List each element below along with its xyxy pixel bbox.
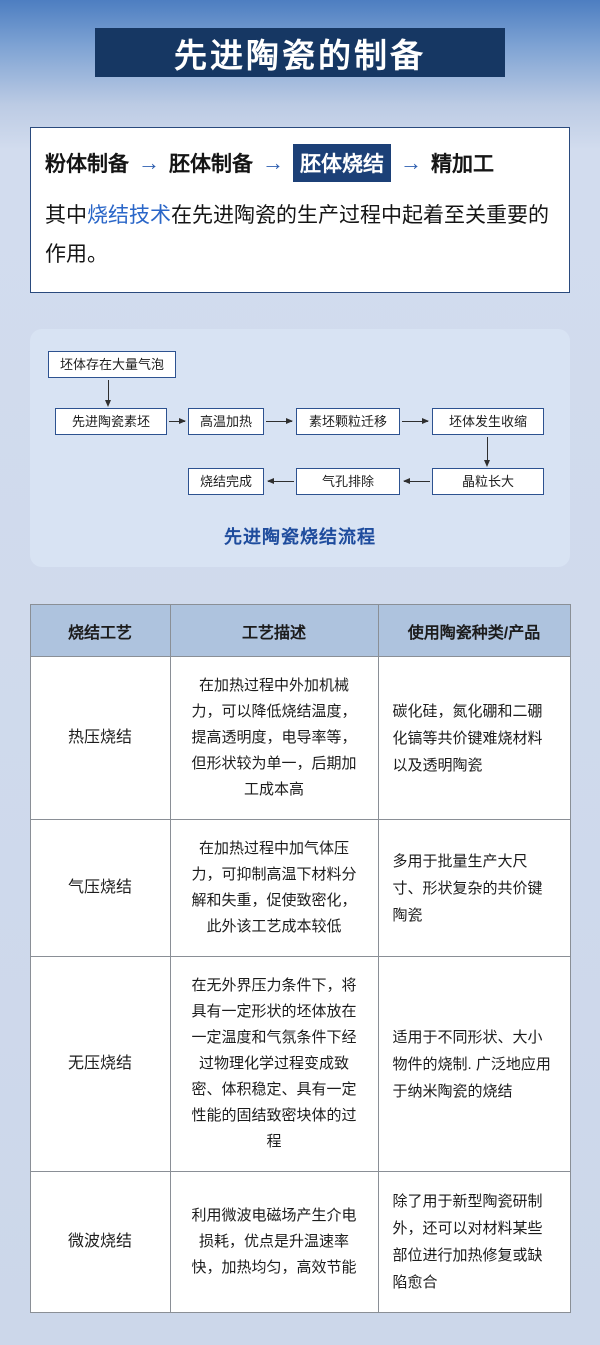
intro-card: 粉体制备 → 胚体制备 → 胚体烧结 → 精加工 其中烧结技术在先进陶瓷的生产过…	[30, 127, 570, 293]
paragraph-suffix: 在先进陶瓷的生产过程中起着至关重要的作用。	[45, 204, 549, 266]
flow-node-complete: 烧结完成	[188, 468, 264, 495]
arrow-right-icon: →	[262, 150, 284, 175]
cell-process: 无压烧结	[29, 956, 171, 1172]
cell-description: 在无外界压力条件下，将具有一定形状的坯体放在一定温度和气氛条件下经过物理化学过程…	[169, 956, 379, 1172]
page: { "colors": { "banner_bg": "#163763", "h…	[0, 28, 600, 1345]
cell-process: 热压烧结	[29, 656, 171, 820]
arrow-down-icon	[105, 380, 111, 407]
intro-paragraph: 其中烧结技术在先进陶瓷的生产过程中起着至关重要的作用。	[45, 196, 555, 274]
flow-node-heating: 高温加热	[188, 408, 264, 435]
cell-description: 在加热过程中外加机械力，可以降低烧结温度，提高透明度，电导率等，但形状较为单一，…	[169, 656, 379, 820]
cell-process: 气压烧结	[29, 819, 171, 957]
header-description: 工艺描述	[169, 604, 379, 657]
arrow-right-icon	[402, 418, 429, 424]
table-row: 无压烧结 在无外界压力条件下，将具有一定形状的坯体放在一定温度和气氛条件下经过物…	[29, 956, 571, 1172]
sintering-table: 烧结工艺 工艺描述 使用陶瓷种类/产品 热压烧结 在加热过程中外加机械力，可以降…	[29, 604, 571, 1313]
flowchart-caption: 先进陶瓷烧结流程	[224, 527, 376, 548]
arrow-left-icon	[403, 478, 430, 484]
arrow-left-icon	[267, 478, 294, 484]
header-process: 烧结工艺	[29, 604, 171, 657]
title-banner: 先进陶瓷的制备	[95, 28, 505, 77]
cell-description: 利用微波电磁场产生介电损耗，优点是升温速率快，加热均匀，高效节能	[169, 1171, 379, 1313]
header-products: 使用陶瓷种类/产品	[377, 604, 571, 657]
step-sintering-highlighted: 胚体烧结	[293, 144, 391, 182]
table-row: 气压烧结 在加热过程中加气体压力，可抑制高温下材料分解和失重，促使致密化，此外该…	[29, 819, 571, 957]
paragraph-prefix: 其中	[45, 204, 87, 227]
table-row: 热压烧结 在加热过程中外加机械力，可以降低烧结温度，提高透明度，电导率等，但形状…	[29, 656, 571, 820]
page-title: 先进陶瓷的制备	[174, 35, 426, 75]
flow-node-pore-removal: 气孔排除	[296, 468, 400, 495]
arrow-down-icon	[484, 437, 490, 467]
step-green-body-forming: 胚体制备	[169, 153, 253, 176]
flow-node-grain-growth: 晶粒长大	[432, 468, 544, 495]
flow-node-green-body: 先进陶瓷素坯	[55, 408, 167, 435]
arrow-right-icon	[266, 418, 293, 424]
cell-products: 碳化硅，氮化硼和二硼化镐等共价键难烧材料以及透明陶瓷	[377, 656, 571, 820]
paragraph-highlight: 烧结技术	[87, 204, 171, 227]
flow-node-particle-migration: 素坯颗粒迁移	[296, 408, 400, 435]
arrow-right-icon	[169, 418, 186, 424]
flow-node-shrinkage: 坯体发生收缩	[432, 408, 544, 435]
cell-description: 在加热过程中加气体压力，可抑制高温下材料分解和失重，促使致密化，此外该工艺成本较…	[169, 819, 379, 957]
cell-process: 微波烧结	[29, 1171, 171, 1313]
sintering-flowchart-panel: 坯体存在大量气泡 先进陶瓷素坯 高温加热 素坯颗粒迁移 坯体发生收缩 烧结完成 …	[30, 329, 570, 567]
cell-products: 多用于批量生产大尺寸、形状复杂的共价键陶瓷	[377, 819, 571, 957]
arrow-right-icon: →	[138, 150, 160, 175]
flow-node-bubbles: 坯体存在大量气泡	[48, 351, 176, 378]
process-steps: 粉体制备 → 胚体制备 → 胚体烧结 → 精加工	[45, 144, 555, 182]
cell-products: 除了用于新型陶瓷研制外，还可以对材料某些部位进行加热修复或缺陷愈合	[377, 1171, 571, 1313]
cell-products: 适用于不同形状、大小物件的烧制. 广泛地应用于纳米陶瓷的烧结	[377, 956, 571, 1172]
step-finishing: 精加工	[431, 153, 494, 176]
step-powder-preparation: 粉体制备	[45, 153, 129, 176]
table-row: 微波烧结 利用微波电磁场产生介电损耗，优点是升温速率快，加热均匀，高效节能 除了…	[29, 1171, 571, 1313]
table-header-row: 烧结工艺 工艺描述 使用陶瓷种类/产品	[29, 604, 571, 657]
arrow-right-icon: →	[400, 150, 422, 175]
